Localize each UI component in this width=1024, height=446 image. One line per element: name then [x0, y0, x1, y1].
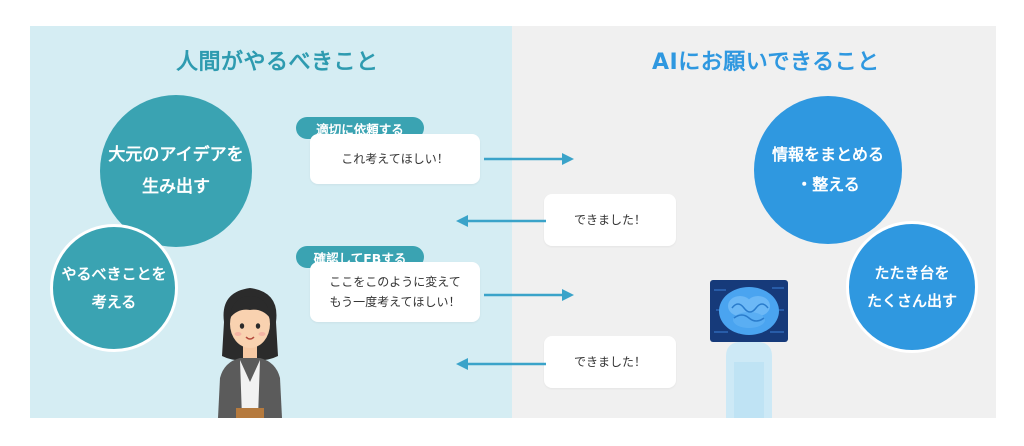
arrow-right-icon [484, 153, 574, 165]
circle-text: 大元のアイデアを [108, 144, 244, 165]
circle-text: 生み出す [142, 177, 210, 197]
ai-heading: AIにお願いできること [652, 50, 880, 75]
woman-illustration-icon [218, 288, 282, 418]
ai-circle-drafts: たたき台を たくさん出す [846, 221, 978, 353]
circle-text: やるべきことを [61, 264, 167, 283]
human-heading: 人間がやるべきこと [176, 50, 379, 75]
bubble-text: もう一度考えてほしい！ [329, 295, 461, 309]
response-bubble-1: できました！ [544, 194, 676, 246]
tag-request: 適切に依頼する [296, 117, 424, 139]
bubble-text: できました！ [573, 354, 646, 369]
ai-brain-robot-icon [710, 280, 788, 418]
bubble-text: できました！ [573, 212, 646, 227]
arrow-left-icon [456, 358, 546, 370]
bubble-text: ここをこのように変えて [329, 274, 461, 289]
circle-text: たたき台を [874, 263, 950, 282]
human-circle-tasks: やるべきことを 考える [50, 224, 178, 352]
arrow-right-icon [484, 289, 574, 301]
circle-text: たくさん出す [866, 292, 957, 310]
circle-text: 考える [91, 293, 137, 311]
request-bubble-2: ここをこのように変えて もう一度考えてほしい！ [310, 262, 480, 322]
request-bubble-1: これ考えてほしい！ [310, 134, 480, 184]
circle-text: ・整える [796, 175, 860, 194]
bubble-text: これ考えてほしい！ [341, 151, 449, 166]
response-bubble-2: できました！ [544, 336, 676, 388]
circle-text: 情報をまとめる [771, 144, 884, 164]
human-circle-idea: 大元のアイデアを 生み出す [100, 95, 252, 247]
ai-circle-organize: 情報をまとめる ・整える [754, 96, 902, 244]
arrow-left-icon [456, 215, 546, 227]
